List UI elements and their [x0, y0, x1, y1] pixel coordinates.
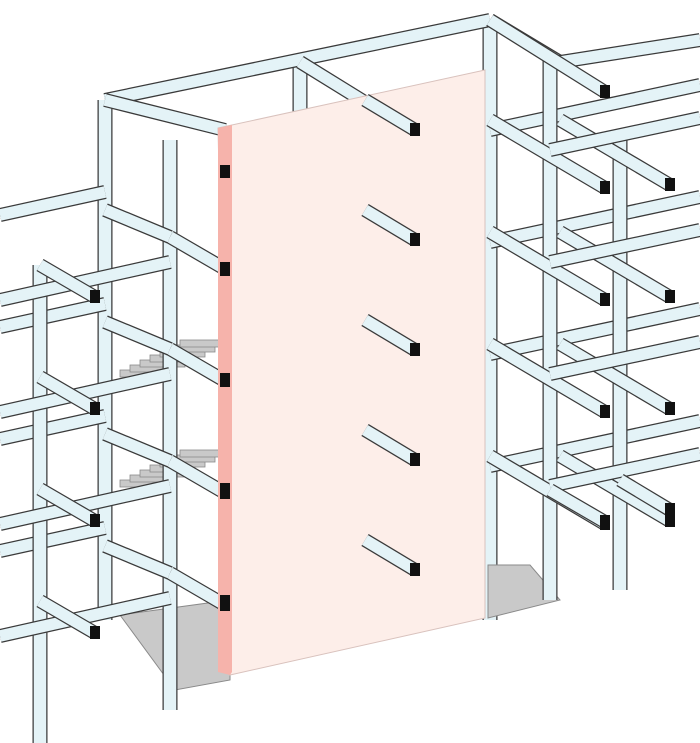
- beam-end-icon: [600, 405, 610, 418]
- depth-beam: [167, 568, 228, 610]
- floor-beam-left: [0, 256, 172, 306]
- floor-beam-left: [0, 480, 172, 530]
- beam-end-icon: [600, 293, 610, 306]
- ground-slab-right: [487, 564, 561, 619]
- roof-beam-rear: [103, 14, 492, 106]
- panel-beam-stub: [362, 95, 418, 135]
- depth-beam: [37, 260, 98, 302]
- depth-beam: [557, 227, 673, 302]
- floor-beam-left-rear: [0, 410, 107, 445]
- beam-end-icon: [600, 515, 610, 528]
- beam-end-icon: [410, 123, 420, 136]
- beam-end-icon: [665, 402, 675, 415]
- floor-beam-left: [0, 592, 172, 642]
- floor-beam-right-rear: [488, 303, 700, 360]
- beam-end-icon: [220, 373, 230, 386]
- roof-beam-left-depth: [103, 94, 227, 136]
- beam-end-icon: [665, 178, 675, 191]
- beam-end-icon: [220, 165, 230, 178]
- depth-beam: [487, 115, 608, 193]
- roof-beam-right: [559, 34, 700, 68]
- panel-face: [217, 69, 486, 676]
- depth-beam: [102, 316, 173, 355]
- depth-beam: [557, 451, 673, 526]
- beam-end-icon: [665, 290, 675, 303]
- floor-beam-right-rear: [488, 191, 700, 248]
- beam-end-icon: [220, 263, 230, 276]
- depth-beam: [487, 339, 608, 417]
- beam-end-icon: [665, 503, 675, 516]
- beam-end-icon: [90, 514, 100, 527]
- depth-beam: [37, 372, 98, 414]
- floor-beam-left-rear: [0, 298, 107, 333]
- beam-end-icon: [90, 290, 100, 303]
- floor-beam-left-rear: [0, 186, 107, 221]
- floor-beam-right: [548, 448, 700, 492]
- depth-beam: [102, 428, 173, 467]
- beam-end-icon: [665, 514, 675, 527]
- depth-beam: [617, 475, 673, 515]
- beam-end-icon: [220, 595, 230, 608]
- depth-beam: [102, 204, 173, 243]
- beam-end-icon: [90, 626, 100, 639]
- depth-beam: [102, 540, 173, 579]
- beam-end-icon: [600, 85, 610, 98]
- floor-beam-right: [548, 224, 700, 268]
- beam-end-icon: [410, 343, 420, 356]
- depth-beam: [37, 484, 98, 526]
- panel-beam-stub: [362, 205, 418, 245]
- panel-beam-stub: [362, 425, 418, 465]
- depth-beam: [487, 227, 608, 305]
- panel-beam-stub: [362, 315, 418, 355]
- beam-ends: [90, 85, 675, 639]
- floor-beam-right-rear: [488, 79, 700, 136]
- roof-depth-beam: [486, 15, 609, 97]
- floor-beam-right: [548, 112, 700, 156]
- depth-beam: [167, 456, 228, 498]
- depth-beam: [557, 339, 673, 414]
- beam-end-icon: [600, 181, 610, 194]
- beam-end-icon: [220, 483, 230, 496]
- floor-beam-right-rear: [488, 415, 700, 472]
- depth-beam: [167, 232, 228, 274]
- beam-end-icon: [410, 233, 420, 246]
- panel-edge: [218, 125, 232, 675]
- depth-beam: [37, 596, 98, 638]
- shear-wall-panel: [217, 69, 486, 676]
- beam-end-icon: [90, 402, 100, 415]
- panel-beam-stub: [362, 535, 418, 575]
- floor-beam-right: [548, 336, 700, 380]
- depth-beam: [167, 344, 228, 386]
- depth-beam: [547, 485, 608, 527]
- floor-beam-left-rear: [0, 522, 107, 557]
- floor-beam-left: [0, 368, 172, 418]
- beam-end-icon: [410, 563, 420, 576]
- beam-end-icon: [410, 453, 420, 466]
- front-frame: [0, 14, 700, 743]
- depth-beam: [557, 115, 673, 190]
